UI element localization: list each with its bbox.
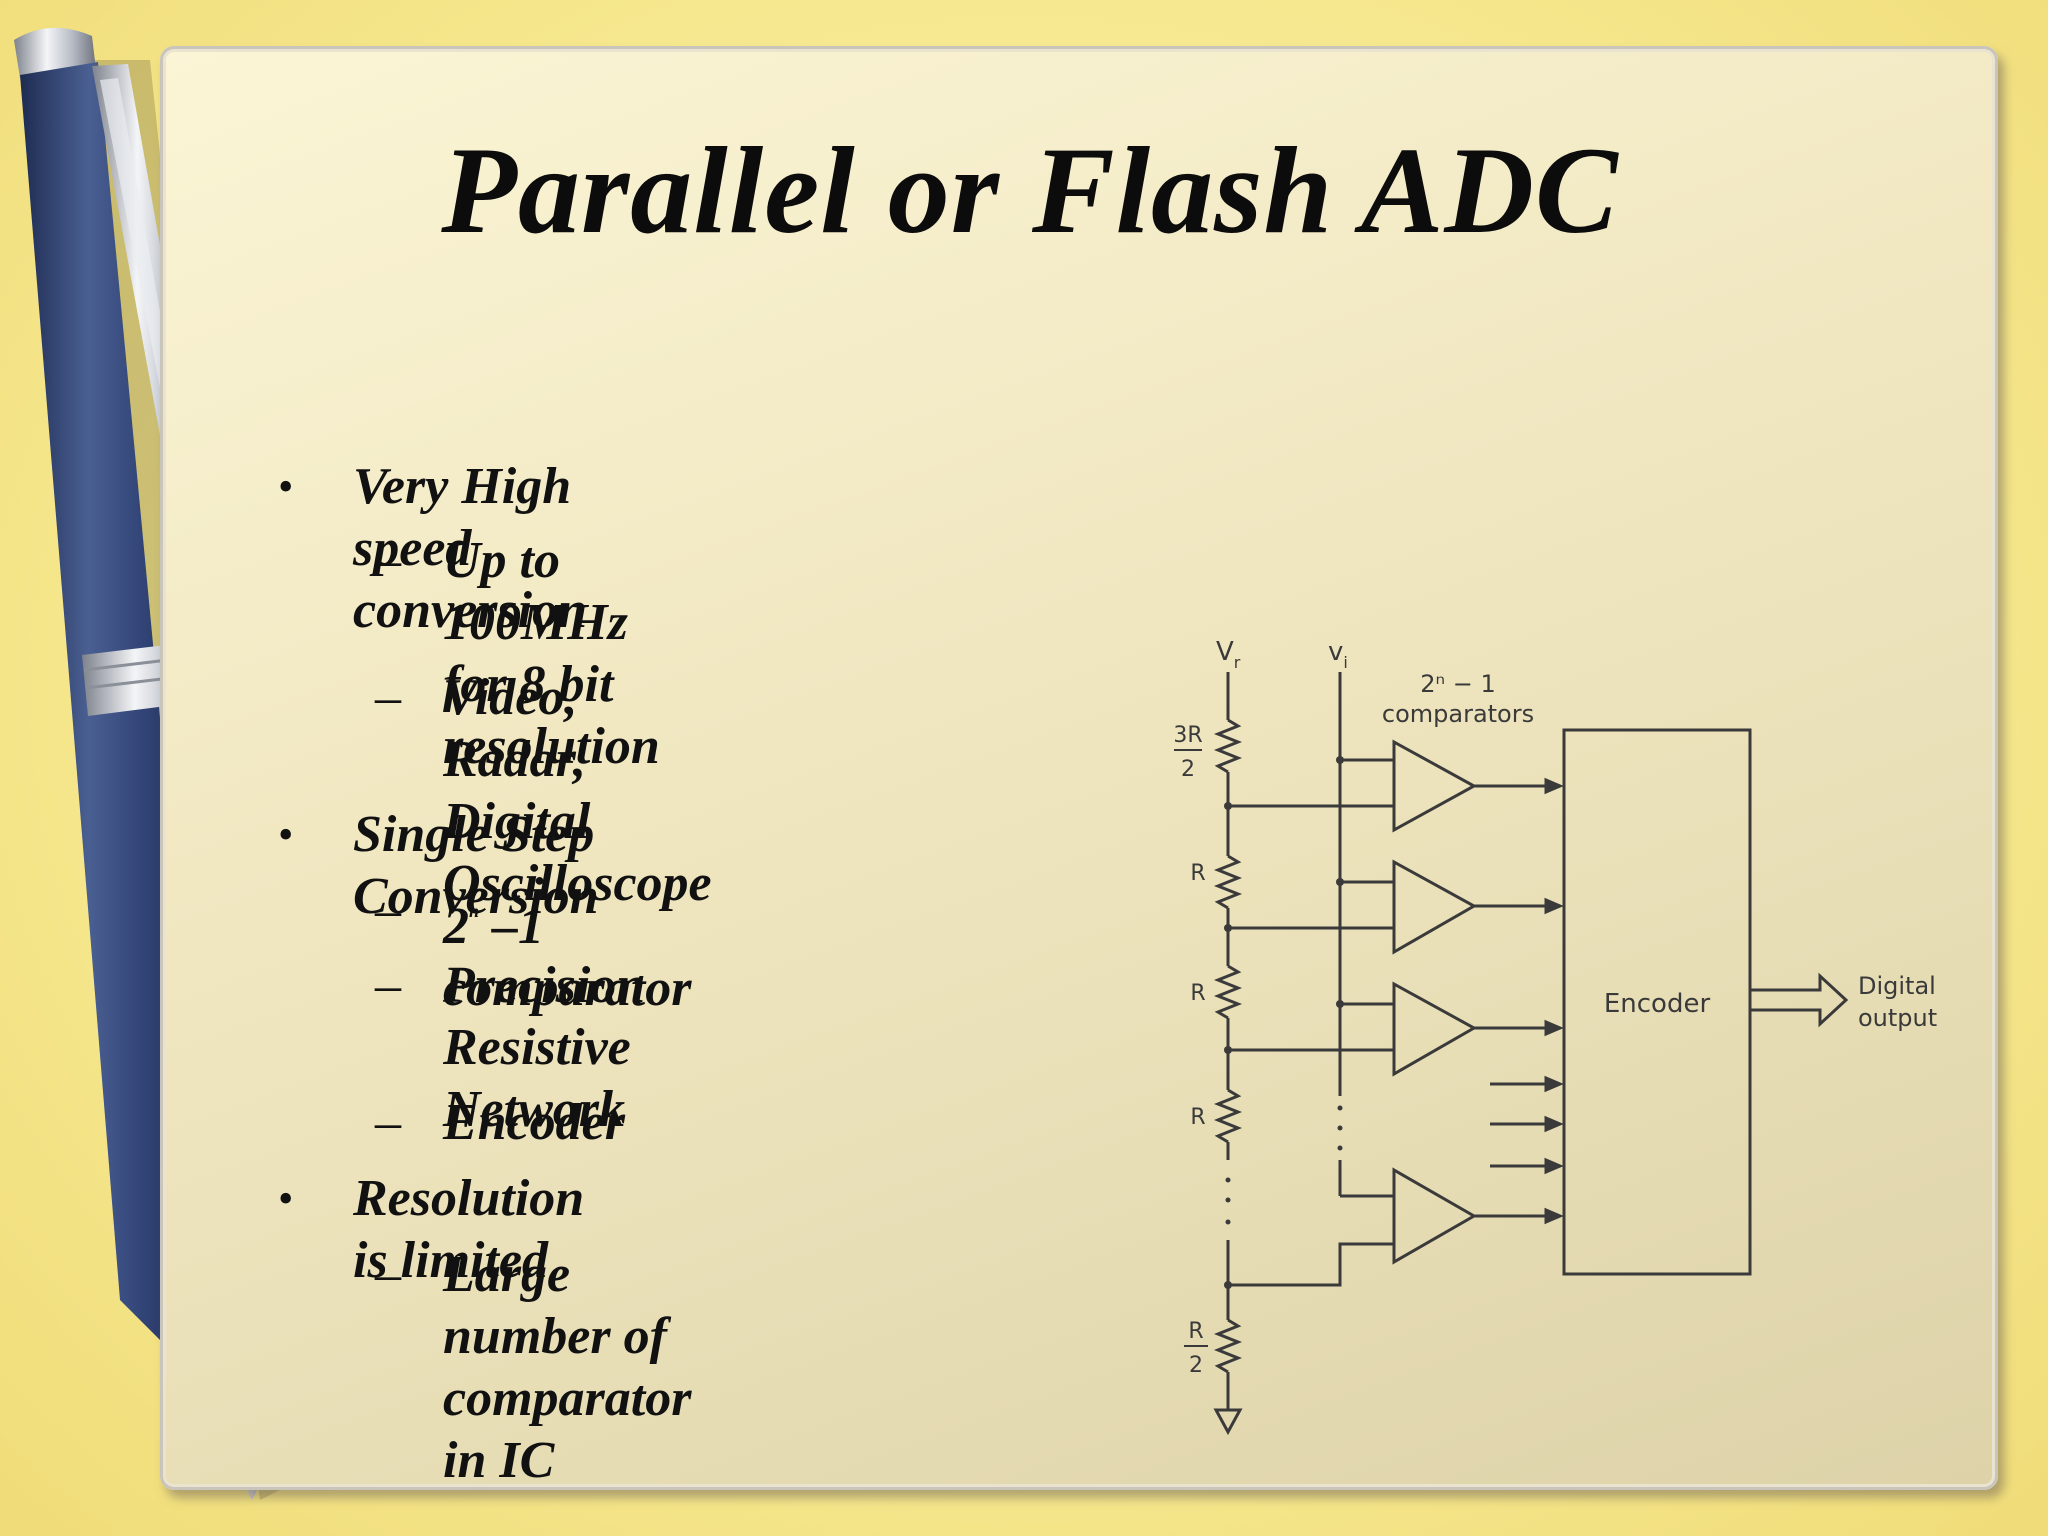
sub-bullet-item: – Up to 100MHz for 8 bit resolution (375, 530, 660, 778)
resistor-label: R (1190, 981, 1205, 1006)
bullet-marker: • (278, 1174, 294, 1223)
dash-marker: – (375, 882, 401, 939)
sub-bullet-item: – 2n –1 comparator (375, 880, 692, 1020)
superscript: n (469, 901, 480, 921)
sub-bullet-text: Video, Radar, Digital (443, 669, 591, 850)
resistor-r2 (1213, 964, 1243, 1020)
encoder-block (1562, 728, 1752, 1276)
ground-symbol (1213, 1408, 1243, 1436)
vi-label: vi (1328, 637, 1348, 672)
dash-marker: – (375, 1094, 401, 1151)
sub-bullet-text: Precision Resistive (443, 957, 646, 1076)
sub-bullet-item: – Encoder (375, 1092, 625, 1154)
vr-label: Vr (1216, 637, 1241, 672)
encoder-label: Encoder (1604, 989, 1711, 1019)
sub-bullet-text: Large number of (443, 1246, 667, 1365)
bullet-text: Single Step Conversion (353, 806, 599, 925)
resistor-label: R (1188, 1319, 1203, 1344)
sub-bullet-text: Up to 100MHz for 8 bit (443, 532, 628, 713)
resistor-label: 2 (1189, 1353, 1203, 1378)
output-label: Digital (1858, 972, 1936, 1000)
sub-bullet-text: resolution (443, 718, 660, 775)
sub-bullet-item: – Precision Resistive Network (375, 955, 646, 1141)
sub-bullet-text: 2 (443, 898, 469, 955)
bullet-item: • Very High speed conversion (278, 456, 587, 642)
bullet-text: Resolution is limited (353, 1170, 585, 1289)
comparator (1392, 981, 1478, 1077)
dash-marker: – (375, 669, 401, 726)
resistor-label: 2 (1181, 757, 1195, 782)
sub-bullet-text: –1 comparator (443, 898, 692, 1017)
bullet-marker: • (278, 810, 294, 859)
digital-output-arrow (1750, 972, 1849, 1028)
resistor-label: 3R (1173, 723, 1202, 748)
resistor-r3 (1213, 1088, 1243, 1144)
resistor-r1 (1213, 854, 1243, 910)
slide-title: Parallel or Flash ADC (441, 122, 1619, 259)
bullet-text: Very High speed conversion (353, 458, 587, 639)
slide-card (160, 46, 1998, 1490)
sub-bullet-item: – Video, Radar, Digital Oscilloscope (375, 667, 712, 915)
dash-marker: – (375, 532, 401, 589)
bullet-marker: • (278, 462, 294, 511)
sub-bullet-text: comparator in IC (443, 1370, 692, 1489)
comparators-count-label: 2ⁿ − 1 (1420, 670, 1495, 698)
output-label: output (1858, 1004, 1937, 1032)
flash-adc-diagram: Vr vi 2ⁿ − 1 comparators 3R 2 R R R R 2 (1173, 637, 1937, 1436)
bullet-item: • Single Step Conversion (278, 804, 599, 928)
resistor-label: R (1190, 861, 1205, 886)
sub-bullet-text: Network (443, 1081, 625, 1138)
bullet-item: • Resolution is limited (278, 1168, 585, 1292)
sub-bullet-item: – Large number of comparator in IC (375, 1244, 692, 1492)
comparator (1392, 859, 1478, 955)
comparators-label: comparators (1382, 700, 1534, 728)
sub-bullet-text: Encoder (443, 1094, 625, 1151)
resistor-r2-bottom (1213, 1318, 1243, 1374)
comparator (1392, 739, 1478, 833)
sub-bullet-text: Oscilloscope (443, 855, 712, 912)
resistor-label: R (1190, 1105, 1205, 1130)
dash-marker: – (375, 1246, 401, 1303)
comparator (1392, 1167, 1478, 1265)
dash-marker: – (375, 957, 401, 1014)
resistor-3r2 (1213, 718, 1243, 774)
